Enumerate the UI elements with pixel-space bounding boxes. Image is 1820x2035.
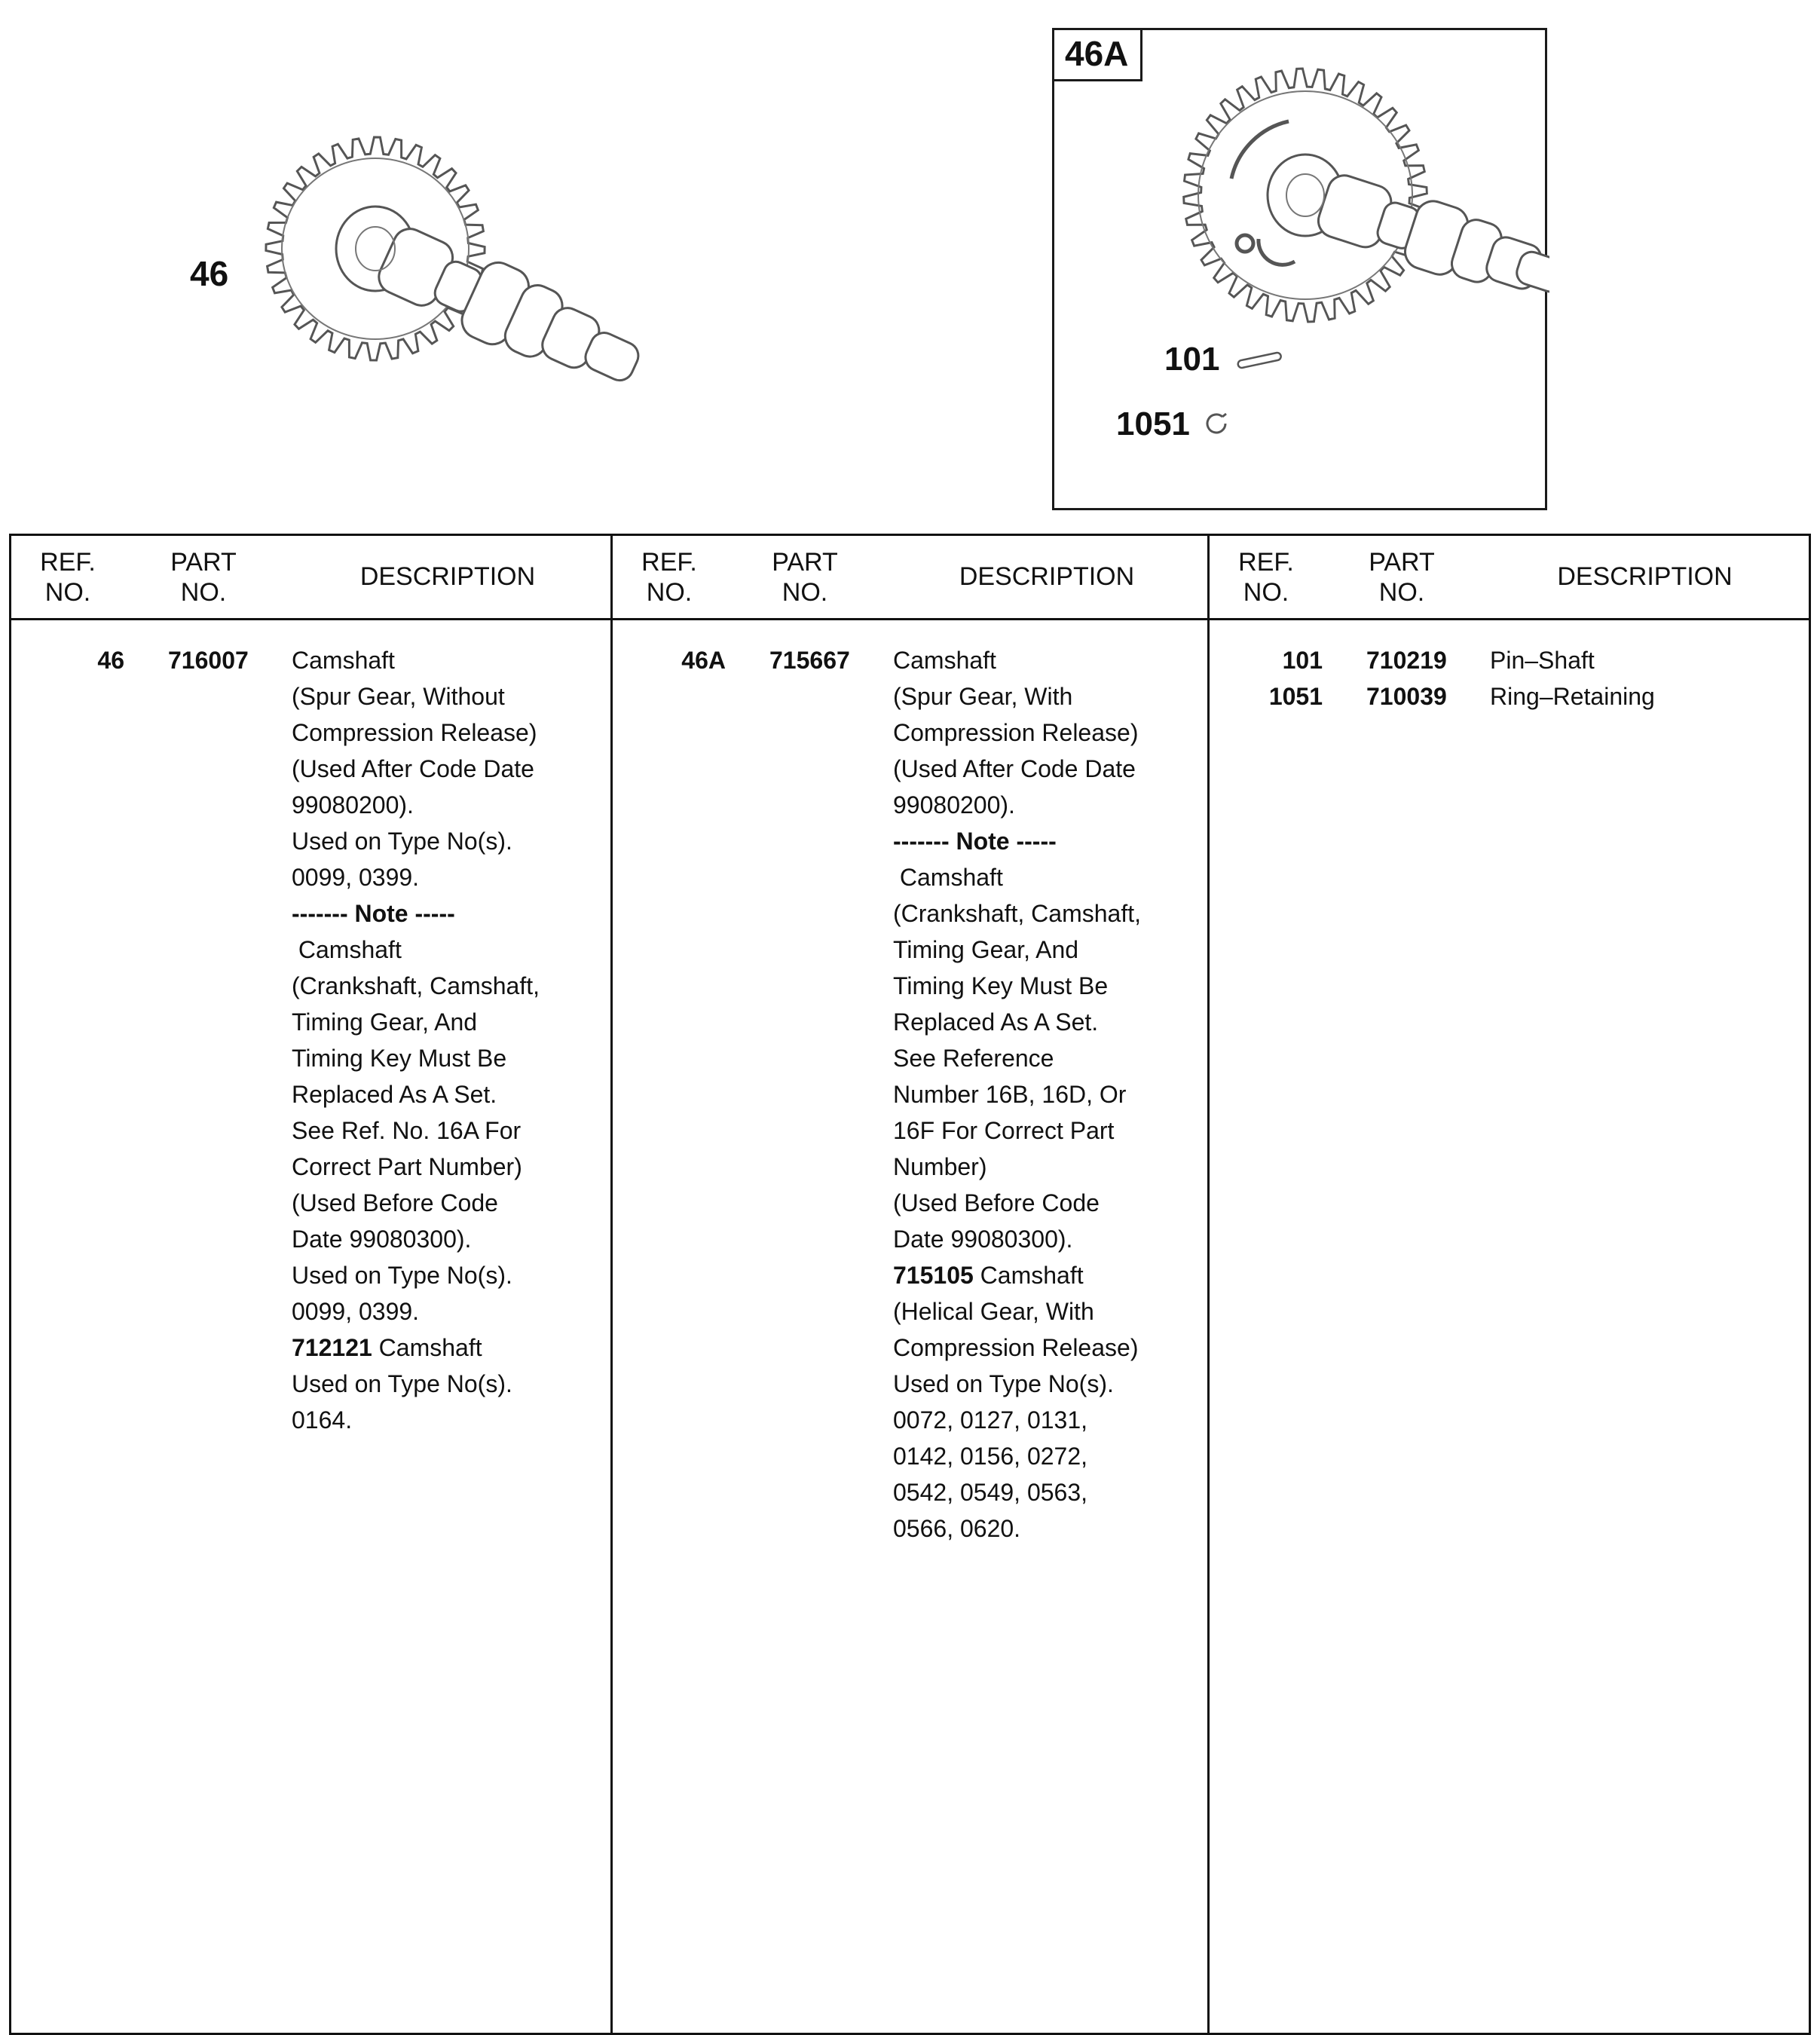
description-line: Number 16B, 16D, Or bbox=[893, 1081, 1127, 1108]
description-line: Timing Gear, And bbox=[893, 936, 1079, 963]
description-line: Timing Key Must Be bbox=[893, 972, 1109, 999]
parts-entry: 101 710219 Pin–Shaft bbox=[1210, 642, 1813, 678]
description-line: Camshaft bbox=[292, 647, 395, 674]
column-divider bbox=[1207, 536, 1210, 2033]
description-line: 99080200). bbox=[893, 791, 1015, 819]
header-description: DESCRIPTION bbox=[959, 562, 1135, 591]
header-ref-no: REF.NO. bbox=[1238, 547, 1294, 607]
description-line: 0099, 0399. bbox=[292, 864, 420, 891]
description-line: Correct Part Number) bbox=[292, 1153, 522, 1180]
description-line: Pin–Shaft bbox=[1490, 647, 1595, 674]
description-line: Camshaft bbox=[893, 864, 1003, 891]
description-line: Compression Release) bbox=[893, 719, 1139, 746]
ref-no-value: 46 bbox=[97, 647, 124, 674]
description-line: 0072, 0127, 0131, bbox=[893, 1406, 1088, 1434]
description-line: (Helical Gear, With bbox=[893, 1298, 1094, 1325]
figure-46-label: 46 bbox=[190, 254, 229, 293]
callout-1051-label: 1051 bbox=[1116, 405, 1190, 442]
description-line: (Spur Gear, Without bbox=[292, 683, 505, 710]
description-line: ------- Note ----- bbox=[893, 828, 1057, 855]
description-line: 712121 Camshaft bbox=[292, 1334, 482, 1361]
header-ref-no: REF.NO. bbox=[40, 547, 96, 607]
description-line: See Reference bbox=[893, 1045, 1054, 1072]
description-line: (Used Before Code bbox=[292, 1189, 498, 1216]
description-line: Camshaft bbox=[292, 936, 402, 963]
parts-column-3: 101 710219 Pin–Shaft 1051 710039 Ring–Retaini… bbox=[1210, 623, 1813, 2033]
description-line: 0164. bbox=[292, 1406, 353, 1434]
description-line: 715105 Camshaft bbox=[893, 1262, 1084, 1289]
callout-101: 101 bbox=[1164, 341, 1289, 378]
description-line: (Spur Gear, With bbox=[893, 683, 1073, 710]
camshaft-46a-drawing-icon bbox=[1182, 67, 1549, 323]
retaining-ring-icon bbox=[1206, 412, 1227, 434]
description-line: Ring–Retaining bbox=[1490, 683, 1655, 710]
description-line: 16F For Correct Part bbox=[893, 1117, 1115, 1144]
camshaft-46-drawing-icon bbox=[265, 136, 640, 382]
description-line: Timing Key Must Be bbox=[292, 1045, 507, 1072]
part-no-value: 715667 bbox=[769, 647, 850, 674]
description-line: Number) bbox=[893, 1153, 987, 1180]
header-description: DESCRIPTION bbox=[1557, 562, 1733, 591]
description-line: 0099, 0399. bbox=[292, 1298, 420, 1325]
description-line: (Crankshaft, Camshaft, bbox=[292, 972, 540, 999]
figure-46a-box: 46A 101 1051 bbox=[1052, 28, 1549, 510]
header-ref-no: REF.NO. bbox=[641, 547, 697, 607]
part-no-value: 716007 bbox=[168, 647, 249, 674]
pin-shaft-icon bbox=[1237, 351, 1283, 369]
part-no-value: 710039 bbox=[1366, 683, 1447, 710]
description-line: 0542, 0549, 0563, bbox=[893, 1479, 1088, 1506]
description-line: See Ref. No. 16A For bbox=[292, 1117, 522, 1144]
ref-no-value: 1051 bbox=[1268, 683, 1323, 710]
description-line: (Used After Code Date bbox=[893, 755, 1136, 782]
description-line: 99080200). bbox=[292, 791, 414, 819]
description-value: Pin–Shaft bbox=[1481, 642, 1813, 678]
description-line: ------- Note ----- bbox=[292, 900, 455, 927]
description-line: Replaced As A Set. bbox=[292, 1081, 497, 1108]
callout-1051: 1051 bbox=[1116, 405, 1231, 443]
column-divider bbox=[610, 536, 613, 2033]
description-line: Camshaft bbox=[893, 647, 996, 674]
description-line: Used on Type No(s). bbox=[893, 1370, 1114, 1397]
ref-no-value: 101 bbox=[1282, 647, 1323, 674]
part-no-value: 710219 bbox=[1366, 647, 1447, 674]
description-line: (Used After Code Date bbox=[292, 755, 534, 782]
description-line: Compression Release) bbox=[893, 1334, 1139, 1361]
description-line: Date 99080300). bbox=[893, 1226, 1073, 1253]
figure-46a-label: 46A bbox=[1052, 28, 1143, 81]
description-line: 0566, 0620. bbox=[893, 1515, 1021, 1542]
description-line: Date 99080300). bbox=[292, 1226, 472, 1253]
ref-no-value: 46A bbox=[681, 647, 726, 674]
description-line: 0142, 0156, 0272, bbox=[893, 1443, 1088, 1470]
description-line: Used on Type No(s). bbox=[292, 1262, 512, 1289]
description-line: Used on Type No(s). bbox=[292, 1370, 512, 1397]
parts-entry: 1051 710039 Ring–Retaining bbox=[1210, 678, 1813, 715]
callout-101-label: 101 bbox=[1164, 341, 1220, 378]
description-line: Replaced As A Set. bbox=[893, 1008, 1099, 1036]
description-value: Ring–Retaining bbox=[1481, 678, 1813, 715]
description-line: (Used Before Code bbox=[893, 1189, 1100, 1216]
description-line: (Crankshaft, Camshaft, bbox=[893, 900, 1141, 927]
description-line: Compression Release) bbox=[292, 719, 537, 746]
header-description: DESCRIPTION bbox=[359, 562, 536, 591]
description-line: Used on Type No(s). bbox=[292, 828, 512, 855]
description-line: Timing Gear, And bbox=[292, 1008, 478, 1036]
